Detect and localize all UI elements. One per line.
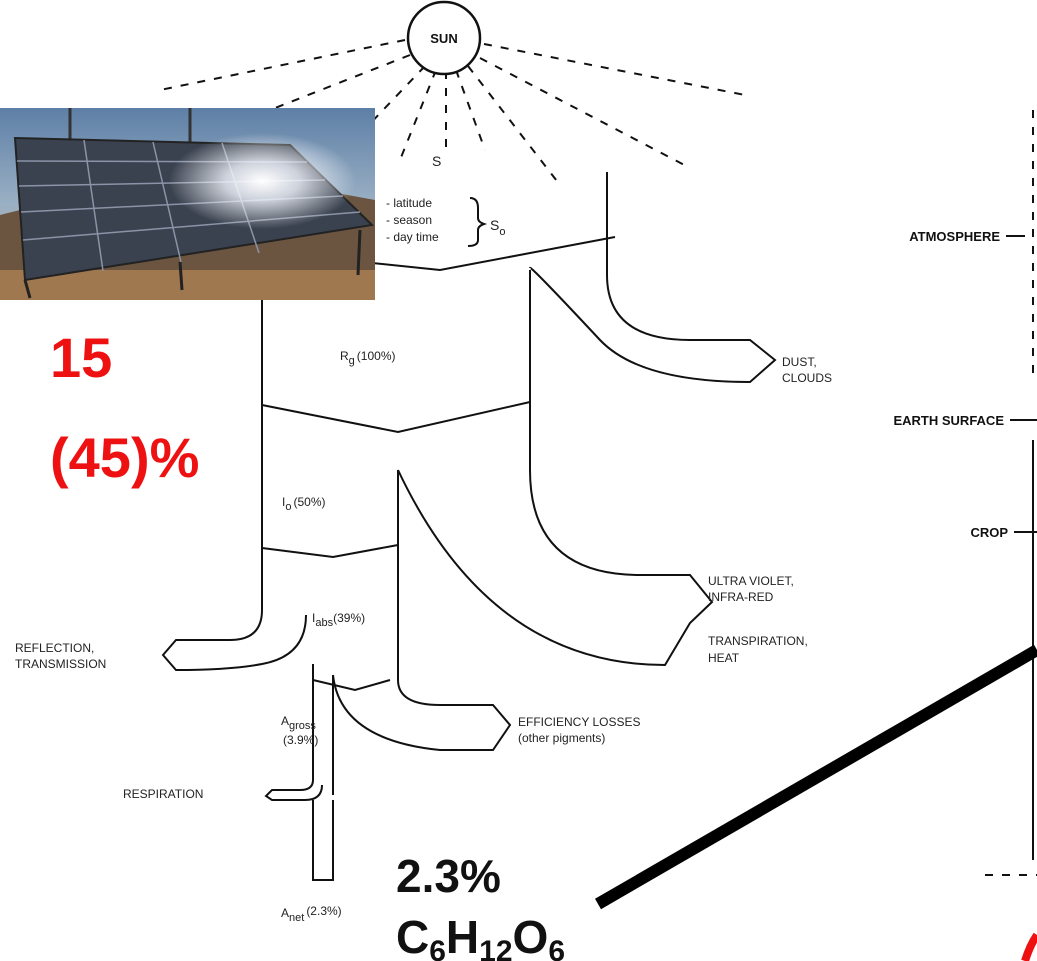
loss-transp-2: HEAT bbox=[708, 651, 740, 665]
rg-sub: g bbox=[349, 355, 355, 367]
stage-rg: Rg(100%) bbox=[340, 349, 395, 367]
so-label: So bbox=[490, 217, 505, 238]
factors-list: - latitude - season - day time So bbox=[386, 196, 505, 247]
level-earth-surface: EARTH SURFACE bbox=[893, 413, 1004, 428]
so-subscript: o bbox=[499, 226, 505, 238]
rg-value: (100%) bbox=[357, 349, 396, 363]
so-symbol: S bbox=[490, 217, 499, 233]
level-markers: ATMOSPHERE EARTH SURFACE CROP bbox=[893, 110, 1037, 876]
glucose-formula: C6H12O6 bbox=[396, 911, 565, 961]
solar-efficiency-line-2: (45)% bbox=[50, 426, 199, 489]
loss-dust-1: DUST, bbox=[782, 355, 817, 369]
glucose-h: H bbox=[446, 911, 479, 961]
sun: SUN bbox=[406, 0, 482, 76]
loss-reflection-1: REFLECTION, bbox=[15, 641, 94, 655]
factor-day-time: - day time bbox=[386, 230, 439, 244]
rg-main: R bbox=[340, 349, 349, 363]
loss-efficiency-2: (other pigments) bbox=[518, 731, 605, 745]
stage-iabs: Iabs(39%) bbox=[312, 611, 365, 629]
flow-outline bbox=[161, 172, 777, 881]
iabs-sub: abs bbox=[315, 617, 333, 629]
solar-efficiency-line-1: 15 bbox=[50, 326, 112, 389]
loss-dust-2: CLOUDS bbox=[782, 371, 832, 385]
glucose-o-n: 6 bbox=[548, 935, 565, 961]
loss-transp-1: TRANSPIRATION, bbox=[708, 634, 808, 648]
glucose-o: O bbox=[513, 911, 549, 961]
level-atmosphere: ATMOSPHERE bbox=[909, 229, 1000, 244]
sun-label: SUN bbox=[430, 31, 457, 46]
glucose-c: C bbox=[396, 911, 429, 961]
loss-respiration: RESPIRATION bbox=[123, 787, 203, 801]
plant-efficiency: 2.3% bbox=[396, 850, 501, 902]
loss-uv-1: ULTRA VIOLET, bbox=[708, 574, 794, 588]
pointer-line bbox=[594, 644, 1037, 910]
stage-anet: Anet(2.3%) bbox=[281, 904, 342, 924]
agross-value: (3.9%) bbox=[283, 733, 318, 747]
loss-efficiency-1: EFFICIENCY LOSSES bbox=[518, 715, 640, 729]
glucose-h-n: 12 bbox=[479, 935, 512, 961]
io-value: (50%) bbox=[293, 495, 325, 509]
io-main: I bbox=[282, 495, 285, 509]
io-sub: o bbox=[285, 501, 291, 513]
anet-value: (2.3%) bbox=[306, 904, 341, 918]
source-symbol: S bbox=[432, 153, 441, 169]
agross-sub: gross bbox=[289, 720, 316, 732]
stage-io: Io(50%) bbox=[282, 495, 325, 513]
loss-reflection-2: TRANSMISSION bbox=[15, 657, 106, 671]
anet-sub: net bbox=[289, 912, 304, 924]
factor-season: - season bbox=[386, 213, 432, 227]
agross-main: A bbox=[281, 714, 289, 728]
iabs-value: (39%) bbox=[333, 611, 365, 625]
sun-rays bbox=[159, 39, 746, 186]
stage-agross: Agross bbox=[281, 714, 316, 732]
anet-main: A bbox=[281, 906, 289, 920]
level-crop: CROP bbox=[970, 525, 1008, 540]
iabs-main: I bbox=[312, 611, 315, 625]
loss-uv-2: INFRA-RED bbox=[708, 590, 774, 604]
red-corner-mark bbox=[1021, 932, 1037, 961]
solar-panel-photo bbox=[0, 108, 375, 300]
glucose-c-n: 6 bbox=[429, 935, 446, 961]
factor-latitude: - latitude bbox=[386, 196, 432, 210]
